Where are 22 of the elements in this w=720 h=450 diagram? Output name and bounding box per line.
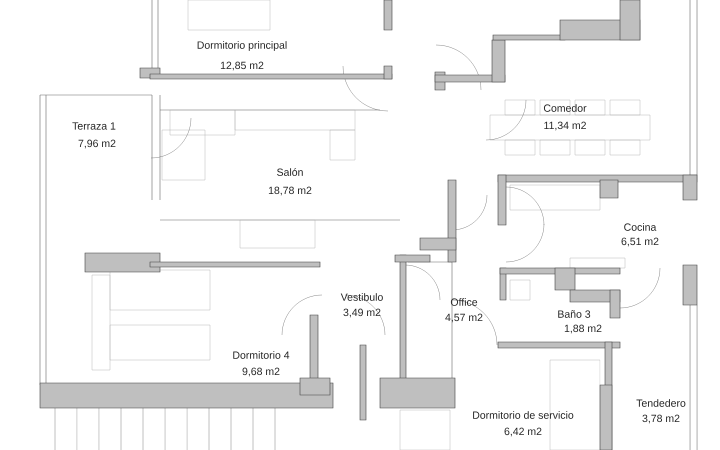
area-label: 3,78 m2 [642, 414, 680, 424]
room-label: Dormitorio de servicio [473, 411, 574, 419]
room-label: Cocina [624, 223, 656, 231]
area-label: 9,68 m2 [242, 368, 280, 376]
area-label: 1,88 m2 [564, 324, 602, 334]
area-label: 6,42 m2 [504, 428, 542, 436]
area-label: 6,51 m2 [622, 238, 658, 246]
area-label: 18,78 m2 [268, 186, 312, 196]
room-label: Comedor [544, 104, 586, 112]
room-label: Vestibulo [340, 293, 383, 301]
room-label: Dormitorio 4 [233, 351, 290, 359]
room-label: Office [450, 298, 478, 306]
room-label: Salón [277, 168, 303, 176]
room-label: Dormitorio principal [198, 41, 286, 51]
area-label: 4,57 m2 [445, 314, 482, 322]
room-label: Terraza 1 [72, 122, 116, 130]
area-label: 11,34 m2 [544, 122, 586, 130]
area-label: 7,96 m2 [78, 140, 116, 148]
area-label: 3,49 m2 [343, 308, 380, 318]
room-label: Baño 3 [558, 310, 590, 318]
room-label: Tendedero [636, 399, 686, 407]
area-label: 12,85 m2 [220, 62, 264, 70]
